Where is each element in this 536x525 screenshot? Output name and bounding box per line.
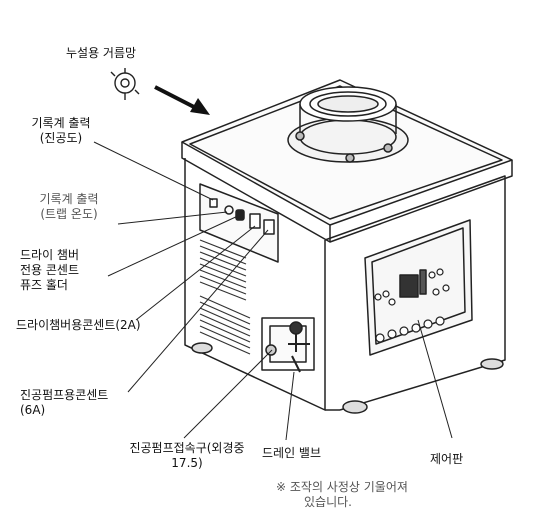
vacuum-pump-outlet-label: 진공펌프용콘센트 (6A)	[20, 388, 109, 417]
device-body	[181, 79, 513, 414]
leader-lines	[93, 141, 453, 441]
strainer-label: 누설용 거름망	[66, 46, 137, 60]
dry-chamber-outlet-label: 드라이챔버용콘센트(2A)	[16, 318, 141, 332]
vacuum-pump-connector-label: 진공펌프접속구(외경중 17.5)	[129, 441, 245, 470]
fuse-holder-label: 드라이 챔버 전용 콘센트 퓨즈 홀더	[20, 248, 80, 292]
drain-valve-label: 드레인 밸브	[262, 446, 322, 460]
arrow-icon	[154, 85, 210, 115]
tilt-note: ※ 조작의 사정상 기울어져 있습니다.	[276, 480, 408, 509]
control-panel-label: 제어판	[430, 452, 464, 466]
recorder-output-trap-label: 기록계 출력 (트랩 온도)	[39, 192, 99, 221]
strainer-icon	[110, 68, 140, 100]
recorder-output-vacuum-label: 기록계 출력 (진공도)	[31, 116, 91, 145]
